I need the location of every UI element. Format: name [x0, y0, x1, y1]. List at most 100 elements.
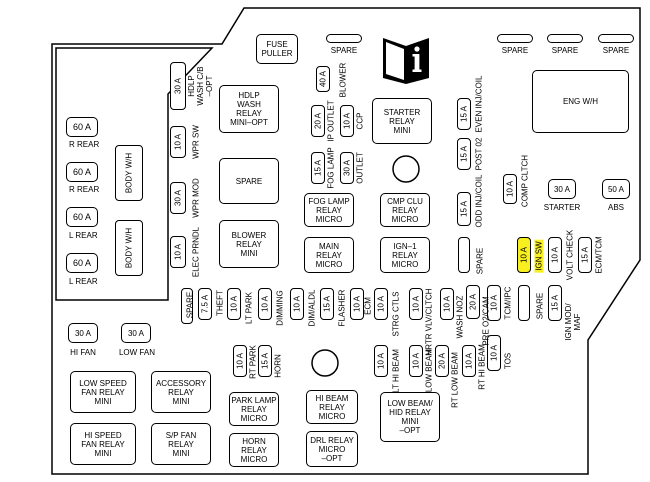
fuse-low-fan-amp: 30 A [127, 328, 144, 338]
fuse-wash-noz[interactable]: 10 A [440, 288, 454, 320]
body-wh-connector-1[interactable]: BODY W/H [115, 145, 143, 201]
fuse-l-rear-1[interactable]: 60 A [66, 207, 98, 227]
relay-hi-beam[interactable]: HI BEAM RELAY MICRO [306, 390, 358, 424]
fuse-rt-hi-beam-label: RT HI BEAM [477, 344, 487, 390]
fuse-rt-park[interactable]: 10 A [233, 345, 247, 377]
fuse-low-fan[interactable]: 30 A [121, 323, 151, 343]
fuse-flasher-label: FLASHER [337, 289, 347, 327]
body-wh-1-label: BODY W/H [124, 152, 134, 194]
fuse-ip-outlet[interactable]: 20 A [311, 105, 325, 137]
fuse-lt-low-beam[interactable]: 10 A [409, 345, 423, 377]
fuse-ign-mod[interactable]: 15 A [548, 285, 562, 321]
relay-starter[interactable]: STARTER RELAY MINI [372, 98, 432, 144]
fuse-dim-aldl[interactable]: 10 A [290, 288, 304, 320]
relay-low-speed-fan[interactable]: LOW SPEED FAN RELAY MINI [70, 371, 136, 413]
relay-main[interactable]: MAIN RELAY MICRO [304, 237, 354, 273]
relay-eng-wh-label: ENG W/H [562, 97, 599, 106]
relay-park-lamp[interactable]: PARK LAMP RELAY MICRO [229, 392, 279, 426]
relay-accessory[interactable]: ACCESSORY RELAY MINI [151, 371, 211, 413]
fuse-blower[interactable]: 40 A [316, 66, 330, 92]
fuse-fog-lamp[interactable]: 15 A [311, 152, 325, 184]
fuse-r-rear-2[interactable]: 60 A [66, 162, 98, 182]
spare-fuse-top-3[interactable] [547, 34, 583, 43]
fuse-dim-aldl-label: DIM/ALDL [307, 289, 317, 327]
spare-fuse-top-2[interactable] [497, 34, 533, 43]
fuse-lt-hi-beam[interactable]: 10 A [374, 345, 388, 377]
fuse-r-rear-1[interactable]: 60 A [66, 117, 98, 137]
fuse-strg-ctls-amp: 10 A [376, 295, 386, 313]
fuse-theft-amp: 7.5 A [200, 294, 210, 314]
fuse-hdlp-wash-cb-label: HDLP WASH C/B –OPT [186, 66, 214, 106]
relay-fog-lamp[interactable]: FOG LAMP RELAY MICRO [304, 193, 354, 227]
fuse-elec-prndl[interactable]: 10 A [170, 236, 186, 268]
fuse-wash-noz-amp: 10 A [442, 295, 452, 313]
fuse-lt-park[interactable]: 10 A [227, 288, 241, 320]
fuse-starter[interactable]: 30 A [548, 179, 576, 199]
fuse-lt-hi-beam-label: LT HI BEAM [391, 349, 401, 393]
fuse-abs[interactable]: 50 A [602, 179, 630, 199]
fuse-abs-amp: 50 A [607, 184, 624, 194]
fuse-comp-cltch-label: COMP CLTCH [520, 154, 530, 208]
fuse-even-inj[interactable]: 15 A [457, 98, 471, 130]
relay-starter-label: STARTER RELAY MINI [383, 107, 421, 135]
relay-horn[interactable]: HORN RELAY MICRO [229, 433, 279, 467]
fuse-odd-inj[interactable]: 15 A [457, 192, 471, 226]
fuse-wpr-sw[interactable]: 10 A [170, 126, 186, 158]
relay-drl[interactable]: DRL RELAY MICRO –OPT [306, 431, 358, 467]
relay-low-beam-hid[interactable]: LOW BEAM/ HID RELAY MINI –OPT [380, 392, 440, 442]
relay-accessory-label: ACCESSORY RELAY MINI [155, 378, 207, 406]
relay-hi-speed-fan[interactable]: HI SPEED FAN RELAY MINI [70, 423, 136, 465]
fuse-outlet-label: OUTLET [355, 152, 365, 184]
fuse-tos[interactable]: 10 A [487, 335, 501, 371]
fuse-rt-hi-beam[interactable]: 10 A [462, 345, 476, 377]
spare-fuse-top-1[interactable] [326, 34, 362, 43]
fuse-spare-right-1[interactable] [458, 237, 470, 273]
fuse-hrtr-vlv[interactable]: 10 A [409, 288, 423, 320]
fuse-elec-prndl-label: ELEC PRNDL [191, 226, 201, 278]
fuse-tcm-ipc[interactable]: 10 A [487, 285, 501, 321]
fuse-ecm-tcm-amp: 15 A [580, 246, 590, 264]
fuse-wpr-mod[interactable]: 30 A [170, 182, 186, 214]
spare-fuse-top-4[interactable] [598, 34, 634, 43]
relay-spare[interactable]: SPARE [219, 158, 279, 204]
body-wh-connector-2[interactable]: BODY W/H [115, 220, 143, 276]
relay-drl-label: DRL RELAY MICRO –OPT [310, 435, 354, 463]
fuse-spare-right-2[interactable] [518, 285, 530, 321]
fuse-ecm-tcm[interactable]: 15 A [578, 237, 592, 273]
fuse-ccp[interactable]: 10 A [340, 105, 354, 137]
fuse-volt-check[interactable]: 10 A [548, 237, 562, 273]
fuse-puller[interactable]: FUSE PULLER [256, 34, 298, 64]
fuse-even-inj-label: EVEN INJ/COIL [474, 75, 484, 133]
fuse-rt-low-beam[interactable]: 20 A [435, 345, 449, 377]
fuse-outlet[interactable]: 30 A [340, 152, 354, 184]
fuse-comp-cltch[interactable]: 10 A [503, 174, 517, 204]
relay-ign1-label: IGN–1 RELAY MICRO [391, 241, 419, 269]
fuse-dimming[interactable]: 10 A [258, 288, 272, 320]
fuse-l-rear-2[interactable]: 60 A [66, 253, 98, 273]
fuse-blower-label: BLOWER [338, 62, 348, 98]
relay-ign1[interactable]: IGN–1 RELAY MICRO [380, 237, 430, 273]
relay-eng-wh[interactable]: ENG W/H [532, 70, 629, 133]
fuse-hdlp-wash-cb[interactable]: 30 A [170, 62, 186, 110]
fuse-dimming-label: DIMMING [275, 290, 285, 326]
fuse-theft[interactable]: 7.5 A [198, 288, 212, 320]
fuse-post-o2[interactable]: 15 A [457, 138, 471, 170]
fuse-spare-row[interactable] [181, 288, 193, 324]
fuse-ign-mod-label: IGN MOD/ MAF [564, 303, 582, 341]
fuse-ecm[interactable]: 10 A [350, 288, 364, 320]
fuse-wash-noz-label: WASH NOZ [455, 295, 465, 339]
fuse-tos-amp: 10 A [489, 344, 499, 362]
spare-label-top-2: SPARE [501, 46, 529, 55]
relay-sp-fan[interactable]: S/P FAN RELAY MINI [151, 423, 211, 465]
fuse-horn[interactable]: 15 A [258, 345, 272, 377]
relay-cmp-clu[interactable]: CMP CLU RELAY MICRO [380, 193, 430, 227]
relay-hdlp-wash[interactable]: HDLP WASH RELAY MINI–OPT [219, 85, 279, 133]
relay-blower[interactable]: BLOWER RELAY MINI [219, 220, 279, 268]
fuse-hi-fan[interactable]: 30 A [68, 323, 98, 343]
fuse-tcm-ipc-amp: 10 A [489, 294, 499, 312]
fuse-pre-o2[interactable]: 20 A [466, 285, 480, 319]
fuse-l-rear-1-label: L REAR [69, 231, 98, 240]
fuse-flasher[interactable]: 15 A [320, 288, 334, 320]
fuse-strg-ctls[interactable]: 10 A [374, 288, 388, 320]
fuse-ign-sw[interactable]: 10 A [517, 237, 531, 273]
